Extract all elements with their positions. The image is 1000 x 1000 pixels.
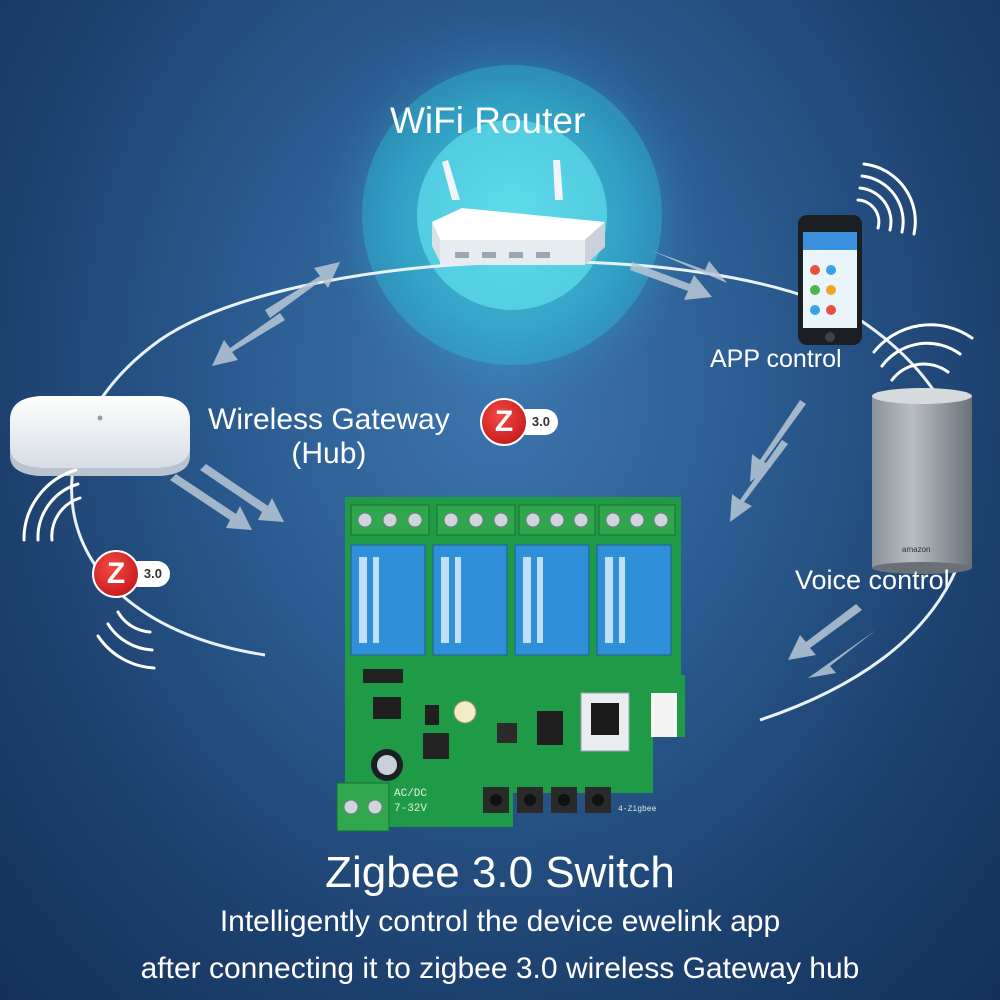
app-control-label: APP control: [710, 345, 842, 373]
arrow-router-to-app: [630, 250, 727, 300]
arrow-hub-to-board: [170, 464, 284, 530]
arrow-speaker-to-board: [788, 604, 876, 678]
gateway-label-line2: (Hub): [291, 437, 367, 470]
gateway-label: Wireless Gateway (Hub): [208, 403, 450, 471]
voice-control-label: Voice control: [795, 565, 950, 595]
phone-signal-icon: [856, 162, 917, 236]
power-terminal: [336, 782, 390, 832]
board-model-label: 4-Zigbee: [618, 805, 657, 814]
relays: [350, 544, 672, 656]
phone-icon: [798, 215, 862, 345]
zigbee-logo-icon: Z: [92, 550, 140, 598]
power-input-label: AC/DC 7-32V: [394, 787, 427, 817]
speaker-signal-icon: [872, 323, 974, 382]
arrow-router-to-hub: [212, 262, 340, 366]
screw-terminals: [350, 504, 676, 536]
connection-ring: [70, 260, 972, 722]
gateway-label-line1: Wireless Gateway: [208, 403, 450, 436]
hub-signal-icon: [22, 468, 156, 670]
zigbee-logo-icon: Z: [480, 398, 528, 446]
components: [363, 669, 677, 813]
power-input-label-2: 7-32V: [394, 803, 428, 815]
router-icon: [432, 160, 605, 265]
smart-speaker-icon: amazon: [872, 388, 972, 574]
power-input-label-1: AC/DC: [394, 788, 428, 800]
relay-board: AC/DC 7-32V 4-Zigbee: [333, 497, 693, 842]
router-label: WiFi Router: [390, 100, 586, 141]
caption-line-1: Intelligently control the device ewelink…: [219, 905, 781, 938]
caption-title: Zigbee 3.0 Switch: [325, 848, 675, 897]
arrow-app-to-speaker: [730, 400, 806, 522]
gateway-hub-icon: [10, 396, 190, 476]
caption-line-2: after connecting it to zigbee 3.0 wirele…: [140, 952, 860, 985]
relay-board-image: [336, 497, 685, 832]
svg-text:amazon: amazon: [902, 545, 930, 554]
